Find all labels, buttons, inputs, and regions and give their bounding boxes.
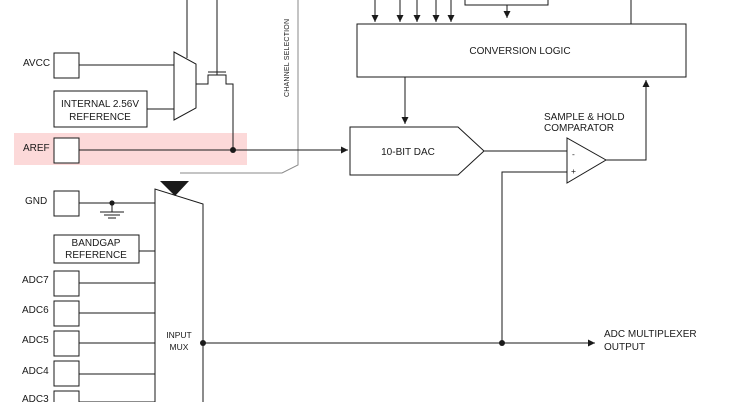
adc7-pin [53,270,80,297]
adc5-pin [53,330,80,357]
dac-block [349,126,485,176]
conversion-logic-block [356,23,687,78]
internal-reference-block [53,90,148,128]
gnd-label: GND [25,196,47,207]
sample-hold-label-1: SAMPLE & HOLD [544,112,625,123]
channel-selection-path [180,0,299,174]
adc4-label: ADC4 [22,366,49,377]
adc6-label: ADC6 [22,305,49,316]
comparator [566,137,608,184]
bandgap-label-1: BANDGAP [72,238,121,249]
internal-ref-label-1: INTERNAL 2.56V [61,99,139,110]
aref-highlight [14,133,247,165]
reference-select-mux [173,51,197,121]
mux-select-arrow [160,181,189,196]
aref-pin [53,137,80,164]
adc7-label: ADC7 [22,275,49,286]
sample-hold-label-2: COMPARATOR [544,123,614,134]
aref-label: AREF [23,143,50,154]
channel-selection-label: CHANNEL SELECTION [284,19,291,97]
avcc-pin [53,52,80,79]
adc3-pin [53,390,80,402]
adc4-pin [53,360,80,387]
output-label-1: ADC MULTIPLEXER [604,329,697,340]
dac-label: 10-BIT DAC [381,147,435,158]
input-mux-label-2: MUX [170,342,189,352]
input-mux-block [154,188,204,402]
adc5-label: ADC5 [22,335,49,346]
avcc-label: AVCC [23,58,50,69]
internal-ref-label-2: REFERENCE [69,112,131,123]
comparator-minus: - [572,149,575,159]
bandgap-reference-block [53,234,140,264]
input-mux-label-1: INPUT [166,330,192,340]
output-label-2: OUTPUT [604,342,645,353]
adc6-pin [53,300,80,327]
adc3-label: ADC3 [22,394,49,402]
comparator-plus: + [571,166,576,176]
bandgap-label-2: REFERENCE [65,250,127,261]
conversion-logic-label: CONVERSION LOGIC [469,46,570,57]
gnd-pin [53,190,80,217]
upper-register-block [464,0,549,6]
